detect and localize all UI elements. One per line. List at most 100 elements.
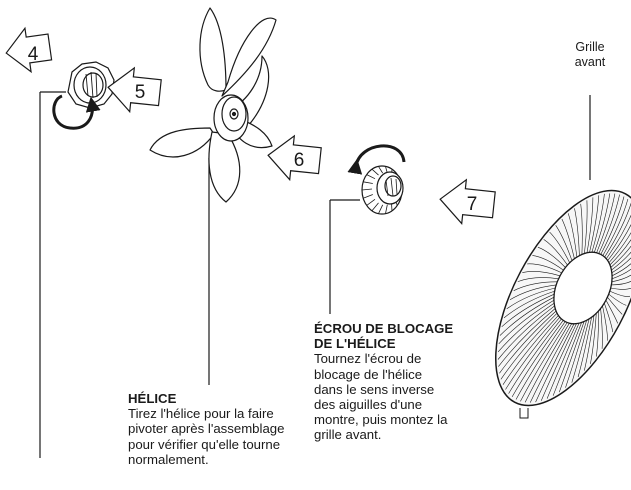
grille-spoke bbox=[608, 232, 631, 263]
grille-spoke bbox=[611, 281, 631, 286]
grille-spoke bbox=[508, 318, 562, 394]
grille-spoke bbox=[513, 281, 558, 291]
grille-spoke bbox=[586, 197, 594, 253]
front-grille bbox=[494, 189, 631, 419]
grille-label: Grille avant bbox=[560, 40, 620, 70]
grille-spoke bbox=[600, 308, 603, 349]
grille-spoke bbox=[509, 284, 557, 301]
grille-spoke bbox=[584, 200, 588, 254]
grille-spoke bbox=[498, 308, 556, 367]
grille-spoke bbox=[532, 255, 564, 271]
grille-spoke bbox=[596, 193, 616, 253]
grille-spoke bbox=[607, 297, 623, 315]
lock-nut-tooth bbox=[363, 194, 373, 199]
propeller-line-3: pour vérifier qu'elle tourne bbox=[128, 436, 281, 452]
grille-label-line-1: Grille bbox=[575, 40, 605, 54]
grille-spoke bbox=[561, 218, 575, 259]
grille-spoke bbox=[609, 239, 631, 266]
step-arrow-4: 4 bbox=[5, 26, 53, 74]
grille-spoke bbox=[555, 225, 573, 261]
propeller-line-1: Tirez l'hélice pour la faire bbox=[128, 406, 274, 422]
grille-spoke bbox=[552, 322, 582, 396]
lock-nut-line-3: dans le sens inverse bbox=[314, 381, 435, 397]
lock-nut-tooth bbox=[385, 204, 388, 214]
grille-spoke bbox=[611, 268, 631, 280]
grille-spoke bbox=[522, 271, 561, 277]
grille-spoke bbox=[574, 208, 580, 256]
grille-spoke bbox=[527, 263, 562, 274]
lock-nut-line-6: grille avant. bbox=[314, 427, 382, 443]
lock-nut bbox=[361, 165, 404, 215]
grille-spoke bbox=[535, 323, 575, 403]
grille-spoke bbox=[565, 320, 587, 388]
step-arrow-7: 7 bbox=[439, 178, 496, 225]
lock-nut-title-2: DE L'HÉLICE bbox=[314, 336, 396, 352]
grille-spoke bbox=[610, 245, 631, 268]
grille-spoke bbox=[611, 257, 631, 274]
propeller-blades bbox=[149, 7, 277, 203]
grille-spoke bbox=[611, 274, 631, 283]
grille-spoke bbox=[511, 320, 564, 398]
grille-spoke bbox=[609, 290, 631, 297]
grille-spoke bbox=[497, 302, 555, 353]
grille-spoke bbox=[602, 199, 629, 256]
step-arrow-5: 5 bbox=[107, 66, 162, 114]
grille-spoke bbox=[589, 195, 600, 253]
grille-spoke bbox=[590, 313, 597, 364]
grille-spoke bbox=[537, 246, 566, 268]
grille-spoke bbox=[602, 305, 608, 341]
propeller-caption: HÉLICE Tirez l'hélice pour la faire pivo… bbox=[128, 391, 284, 467]
grille-spoke bbox=[598, 194, 620, 254]
grille-spoke bbox=[543, 239, 568, 266]
lock-nut-title-1: ÉCROU DE BLOCAGE bbox=[314, 321, 454, 336]
lock-nut-line-4: des aiguilles d'une bbox=[314, 397, 423, 413]
lock-nut-tooth bbox=[361, 188, 373, 191]
lock-nut-tooth bbox=[366, 198, 376, 206]
grille-spoke bbox=[540, 323, 577, 401]
grille-spoke bbox=[611, 251, 631, 271]
lock-nut-tooth bbox=[363, 181, 373, 184]
propeller-line-2: pivoter après l'assemblage bbox=[128, 421, 285, 437]
lock-nut-line-1: Tournez l'écrou de bbox=[314, 351, 422, 367]
grille-spoke bbox=[546, 323, 580, 399]
grille-spoke bbox=[501, 293, 555, 328]
nut-rotation-arrow bbox=[52, 96, 93, 130]
grille-spoke bbox=[506, 287, 556, 310]
grille-spoke bbox=[571, 318, 590, 383]
grille-spoke bbox=[515, 321, 566, 400]
grille-spoke bbox=[596, 310, 599, 357]
grille-spoke bbox=[600, 196, 625, 255]
lock-nut-rotation-arrow bbox=[347, 144, 406, 175]
grille-spoke bbox=[500, 312, 558, 380]
grille-spoke bbox=[604, 202, 631, 258]
nut bbox=[67, 61, 115, 109]
grille-spoke bbox=[567, 213, 578, 258]
step-number-7: 7 bbox=[467, 194, 478, 215]
lock-nut-tooth bbox=[366, 174, 376, 180]
lock-nut-tooth bbox=[378, 204, 384, 214]
grille-spoke bbox=[591, 193, 605, 253]
grille-spoke bbox=[580, 203, 583, 255]
grille-spoke bbox=[497, 305, 555, 360]
grille-label-line-2: avant bbox=[574, 55, 606, 69]
lock-nut-caption: ÉCROU DE BLOCAGE DE L'HÉLICE Tournez l'é… bbox=[314, 321, 453, 443]
grille-spoke bbox=[607, 224, 631, 261]
grille-spoke bbox=[584, 315, 595, 371]
propeller-title: HÉLICE bbox=[128, 391, 177, 406]
grille-spoke bbox=[529, 323, 572, 403]
step-number-6: 6 bbox=[294, 150, 305, 171]
grille-spoke bbox=[611, 263, 631, 277]
step-number-4: 4 bbox=[28, 44, 39, 65]
step-arrow-6: 6 bbox=[267, 134, 322, 182]
grille-spoke bbox=[524, 323, 570, 403]
grille-spoke bbox=[604, 303, 614, 333]
grille-spoke bbox=[549, 231, 570, 263]
grille-spoke bbox=[610, 287, 631, 290]
lock-nut-tooth bbox=[378, 166, 384, 174]
grille-spoke bbox=[605, 300, 618, 324]
grille-spoke bbox=[499, 296, 555, 336]
grille-spoke bbox=[559, 321, 585, 393]
grille-spoke bbox=[502, 315, 559, 385]
grille-spoke bbox=[498, 299, 555, 345]
